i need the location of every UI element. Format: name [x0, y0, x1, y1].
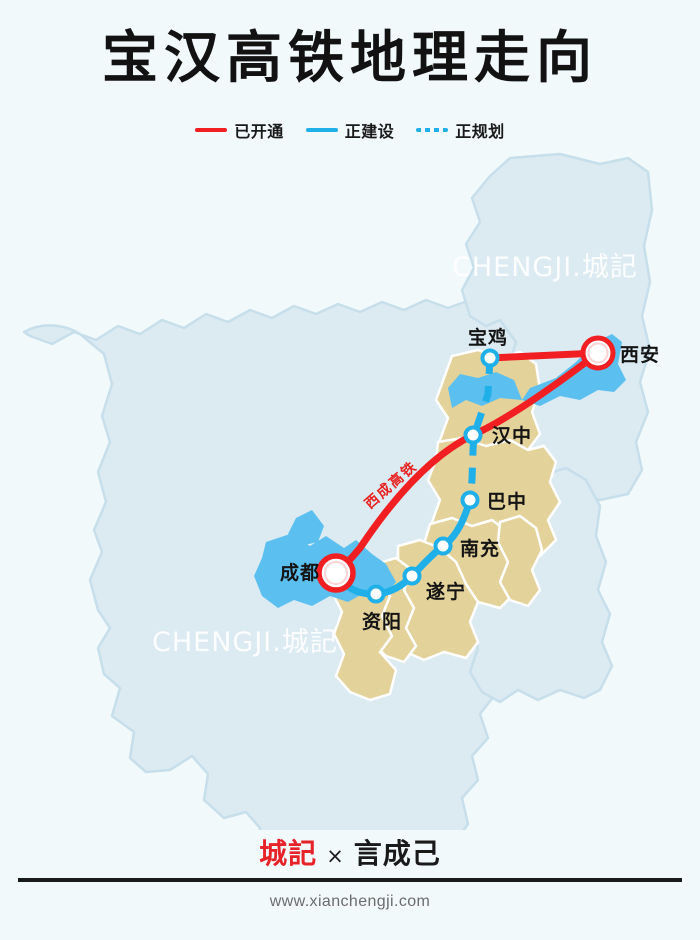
legend-swatch-opened-icon	[195, 128, 228, 132]
legend-item-under-construction: 正建设	[305, 118, 395, 142]
brand-primary: 城記	[259, 837, 318, 870]
hub-node-xian[interactable]	[580, 335, 616, 371]
city-label-chengdu: 成都	[280, 562, 321, 584]
hub-node-chengdu[interactable]	[316, 553, 356, 593]
route-opened-baoji-xian	[486, 349, 602, 362]
city-label-nanchong: 南充	[460, 538, 501, 560]
legend-label-planned: 正规划	[455, 122, 505, 141]
city-label-baoji: 宝鸡	[468, 327, 509, 349]
legend-label-opened: 已开通	[234, 122, 284, 141]
map-svg	[22, 152, 654, 830]
station-node-bazhong[interactable]	[460, 490, 480, 510]
legend-label-under-construction: 正建设	[344, 122, 395, 141]
city-label-suining: 遂宁	[426, 581, 467, 603]
poster-footer: 城記 × 言成己 www.xianchengji.com	[0, 820, 700, 940]
legend: 已开通 正建设 正规划	[0, 118, 700, 142]
legend-item-planned: 正规划	[416, 118, 505, 142]
highlight-region-east-sliver	[496, 514, 544, 608]
city-label-xian: 西安	[620, 344, 661, 366]
legend-swatch-under-construction-icon	[305, 128, 338, 132]
pale-region-group	[22, 152, 654, 830]
footer-divider	[18, 878, 682, 882]
footer-url[interactable]: www.xianchengji.com	[269, 893, 431, 910]
station-node-suining[interactable]	[402, 566, 422, 586]
city-label-bazhong: 巴中	[487, 491, 528, 513]
station-node-group	[316, 335, 616, 604]
legend-swatch-planned-icon	[416, 128, 449, 132]
poster-header: 宝汉高铁地理走向 已开通 正建设 正规划	[0, 0, 700, 160]
city-label-hanzhong: 汉中	[492, 425, 533, 447]
city-label-ziyang: 资阳	[362, 611, 403, 633]
station-node-ziyang[interactable]	[366, 584, 386, 604]
route-opened-xian-chengdu	[332, 349, 602, 577]
brand-separator-icon: ×	[326, 844, 345, 868]
station-node-nanchong[interactable]	[433, 536, 453, 556]
metro-region-chengdu-lobe	[288, 510, 324, 546]
page-title: 宝汉高铁地理走向	[102, 26, 598, 91]
station-node-baoji[interactable]	[480, 348, 500, 368]
station-node-hanzhong[interactable]	[463, 425, 483, 445]
map-canvas: CHENGJI.城記 CHENGJI.城記 西成高铁 宝鸡 西安 汉中 巴中 南…	[0, 150, 700, 830]
legend-item-opened: 已开通	[195, 118, 284, 142]
brand-line: 城記 × 言成己	[0, 832, 700, 872]
brand-secondary: 言成己	[353, 837, 441, 870]
